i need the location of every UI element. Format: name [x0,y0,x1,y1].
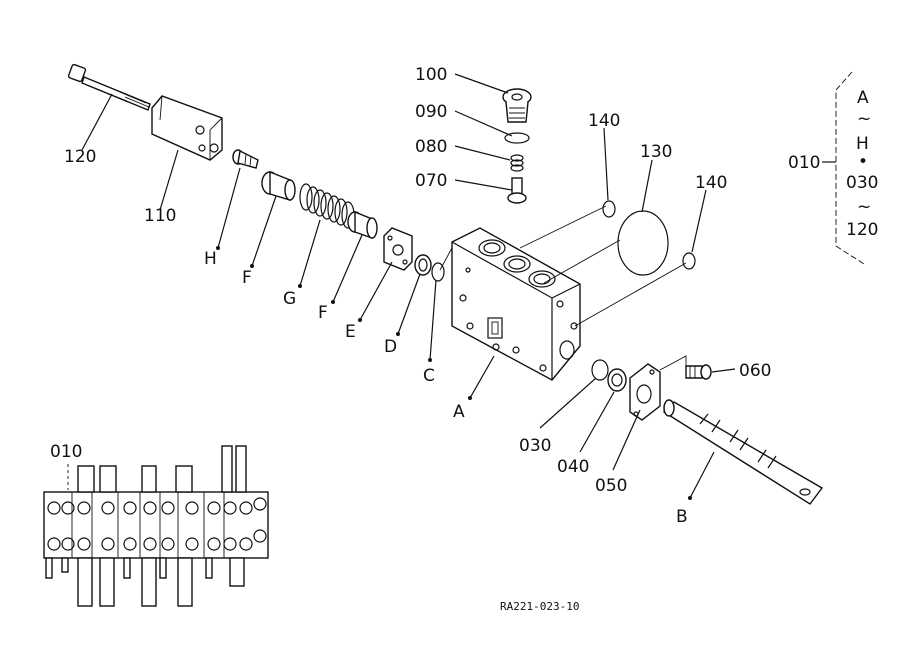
overview-assembly: 010 [43,442,269,607]
part-140-oring-left [602,200,616,218]
overview-label-010: 010 [50,442,82,462]
label-050: 050 [595,476,627,496]
label-130: 130 [640,142,672,162]
label-f-left: F [242,268,252,288]
label-b: B [676,507,688,527]
part-070-poppet [507,177,527,204]
bracket-item-6: ~ [857,197,871,217]
drawing-reference: RA221-023-10 [500,600,579,613]
label-030: 030 [519,436,551,456]
label-090: 090 [415,102,447,122]
part-g-spring [299,183,355,229]
part-140-oring-right [682,252,696,270]
bracket-item-2: ~ [857,109,871,129]
part-030-oring [591,359,609,381]
part-e-plate [383,227,413,271]
part-labels: 100 090 080 070 120 110 140 130 140 H F … [64,65,771,527]
label-140-left: 140 [588,111,620,131]
part-080-spring [510,154,524,172]
label-140-right: 140 [695,173,727,193]
label-g: G [283,289,296,309]
label-e: E [345,322,356,342]
leader-lines [81,73,736,500]
part-060-screw [659,355,712,380]
label-h: H [204,249,217,269]
part-110-cover [151,95,223,161]
part-h-screw [232,149,259,169]
part-f-sleeve-right [347,210,378,239]
bracket-item-3: H [856,134,869,154]
label-120: 120 [64,147,96,167]
part-b-spool [662,399,824,505]
part-f-sleeve-left [261,170,296,201]
label-d: D [384,337,397,357]
label-080: 080 [415,137,447,157]
part-c-oring [431,262,445,282]
bracket-item-7: 120 [846,220,878,240]
label-070: 070 [415,171,447,191]
label-f-right: F [318,303,328,323]
part-040-ring [607,368,627,392]
label-c: C [423,366,435,386]
label-060: 060 [739,361,771,381]
part-a-valve-body [451,227,581,381]
part-130-oring-large [617,210,669,276]
label-040: 040 [557,457,589,477]
bracket-label-010: 010 [788,153,820,173]
bracket-item-5: 030 [846,173,878,193]
part-d-ring [414,254,432,276]
part-120-bolt [67,63,151,111]
label-100: 100 [415,65,447,85]
assembly-bracket: 010 A ~ H • 030 ~ 120 [788,71,878,265]
bracket-item-4: • [858,152,868,172]
assembly-lines [439,205,687,327]
label-a: A [453,402,465,422]
part-100-plug [502,88,532,123]
label-110: 110 [144,206,176,226]
bracket-item-1: A [857,88,869,108]
part-090-oring [504,132,530,144]
part-050-plate [629,363,661,421]
